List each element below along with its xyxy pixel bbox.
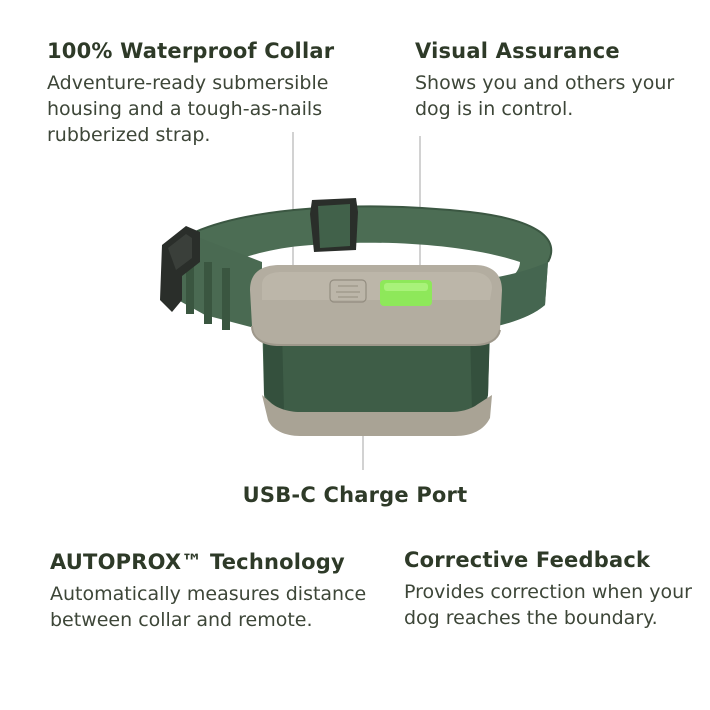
brand-logo-emboss [329,279,367,303]
strap-loop-1 [186,256,194,314]
feature-autoprox-description: Automatically measures distance between … [50,583,367,631]
strap-keeper-inner [318,204,350,248]
feature-visual-title: Visual Assurance [415,39,620,63]
device-housing-body-shade [264,330,284,410]
device-housing-body-shade-right [470,330,490,412]
feature-autoprox: AUTOPROX™ Technology Automatically measu… [50,549,370,633]
device-top-cap-edge [251,325,501,346]
feature-waterproof: 100% Waterproof Collar Adventure-ready s… [47,38,377,148]
feature-waterproof-description: Adventure-ready submersible housing and … [47,72,329,146]
collar-buckle-highlight [168,234,192,270]
device-top-cap-highlight [262,272,492,300]
feature-usb-title: USB-C Charge Port [242,483,468,507]
strap-loop-3 [222,268,230,330]
collar-strap-back-top-edge [194,205,553,263]
indicator-light-highlight [384,283,428,291]
strap-loop-2 [204,262,212,324]
device-bottom-bumper [262,395,492,436]
feature-corrective-description: Provides correction when your dog reache… [404,581,692,629]
feature-corrective-title: Corrective Feedback [404,548,651,572]
feature-corrective-feedback: Corrective Feedback Provides correction … [404,547,694,631]
feature-waterproof-title: 100% Waterproof Collar [47,39,335,63]
collar-strap-back [195,206,552,328]
feature-usb-charge: USB-C Charge Port [0,482,710,508]
feature-visual-description: Shows you and others your dog is in cont… [415,72,675,120]
feature-autoprox-title: AUTOPROX™ Technology [50,550,345,574]
feature-visual-assurance: Visual Assurance Shows you and others yo… [415,38,695,122]
